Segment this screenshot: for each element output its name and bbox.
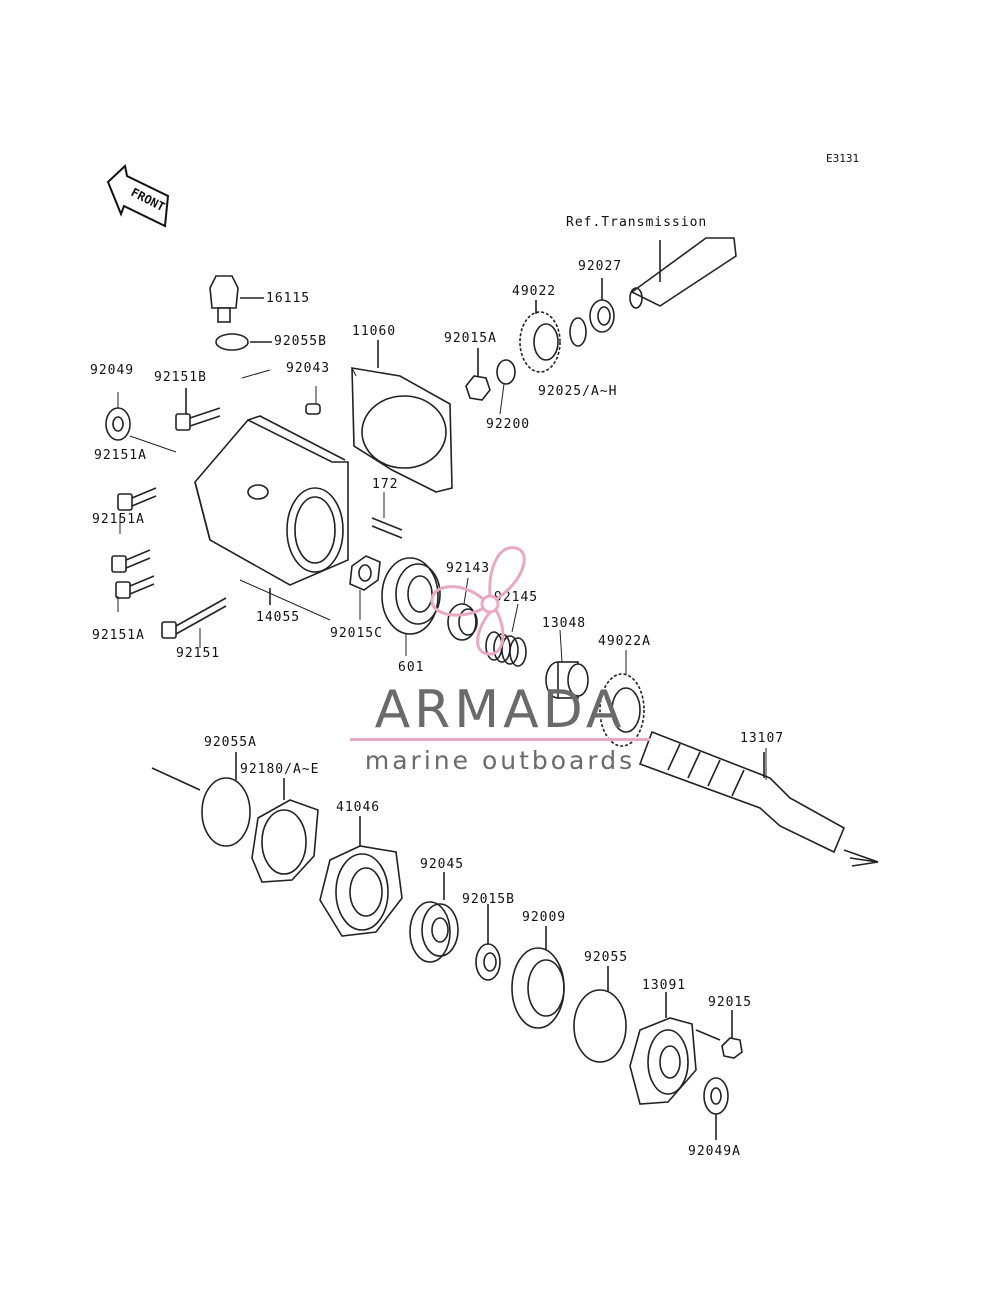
front-arrow-icon: FRONT (106, 164, 170, 228)
part-label-49022: 49022 (512, 284, 557, 299)
oring-92055a (201, 777, 251, 847)
part-label-14055: 14055 (256, 610, 301, 625)
pinion-13048 (545, 661, 589, 699)
plug-16115 (209, 275, 264, 323)
part-label-92151b: 92151B (154, 370, 207, 385)
nut-92015 (721, 1037, 743, 1059)
ref-transmission-shaft (629, 237, 737, 309)
part-label-92151a-3: 92151A (92, 628, 145, 643)
nut-92015a (465, 375, 491, 401)
part-label-92055b: 92055B (274, 334, 327, 349)
bolt-92151b (175, 388, 221, 431)
bolt-92151 (161, 597, 227, 639)
part-label-16115: 16115 (266, 291, 311, 306)
part-label-92049a: 92049A (688, 1144, 741, 1159)
nut-92015c (349, 555, 381, 591)
part-label-92027: 92027 (578, 259, 623, 274)
part-label-92015b: 92015B (462, 892, 515, 907)
bearing-92045 (409, 872, 459, 963)
bolt-92151a-2 (111, 549, 151, 573)
seal-92009 (511, 926, 565, 1029)
housing-14055 (194, 415, 349, 605)
part-label-601: 601 (398, 660, 425, 675)
bolt-92151a-3 (115, 575, 155, 599)
part-label-13107: 13107 (740, 731, 785, 746)
part-label-92043: 92043 (286, 361, 331, 376)
ref-transmission-label: Ref.Transmission (566, 215, 708, 230)
washer-92049 (105, 407, 131, 441)
part-label-92143: 92143 (446, 561, 491, 576)
part-label-92009: 92009 (522, 910, 567, 925)
shaft-13107 (638, 730, 879, 867)
gasket-11060 (351, 340, 453, 493)
part-label-92015: 92015 (708, 995, 753, 1010)
part-label-92151a-1: 92151A (94, 448, 147, 463)
bearing-601 (381, 557, 441, 635)
cover-13091 (629, 992, 721, 1105)
part-label-92055a: 92055A (204, 735, 257, 750)
part-label-92055: 92055 (584, 950, 629, 965)
shim-92025 (569, 317, 587, 347)
oring-92055b (215, 333, 249, 351)
part-label-41046: 41046 (336, 800, 381, 815)
part-label-92025: 92025/A~H (538, 384, 618, 399)
cover-41046 (319, 816, 403, 937)
washer-92200 (496, 359, 516, 385)
washer-92049a (703, 1077, 729, 1115)
part-label-92045: 92045 (420, 857, 465, 872)
diagram-code: E3131 (826, 152, 859, 165)
stud-172 (371, 517, 403, 539)
gear-49022 (519, 300, 561, 373)
pin-92043 (305, 403, 321, 415)
part-label-92151: 92151 (176, 646, 221, 661)
part-label-92151a-2: 92151A (92, 512, 145, 527)
oring-92055 (573, 989, 627, 1063)
part-label-92015a: 92015A (444, 331, 497, 346)
part-label-13048: 13048 (542, 616, 587, 631)
gasket-92180 (251, 778, 319, 883)
part-label-92049: 92049 (90, 363, 135, 378)
bolt-92151a-1 (117, 487, 157, 511)
watermark-propeller-icon (430, 546, 526, 656)
leader-lines (117, 367, 767, 780)
part-label-92015c: 92015C (330, 626, 383, 641)
part-label-172: 172 (372, 477, 399, 492)
part-label-92200: 92200 (486, 417, 531, 432)
part-label-11060: 11060 (352, 324, 397, 339)
part-label-92180: 92180/A~E (240, 762, 320, 777)
part-label-13091: 13091 (642, 978, 687, 993)
watermark-accent-line (350, 738, 650, 741)
bevel-gear-49022a (599, 673, 645, 747)
part-label-49022a: 49022A (598, 634, 651, 649)
